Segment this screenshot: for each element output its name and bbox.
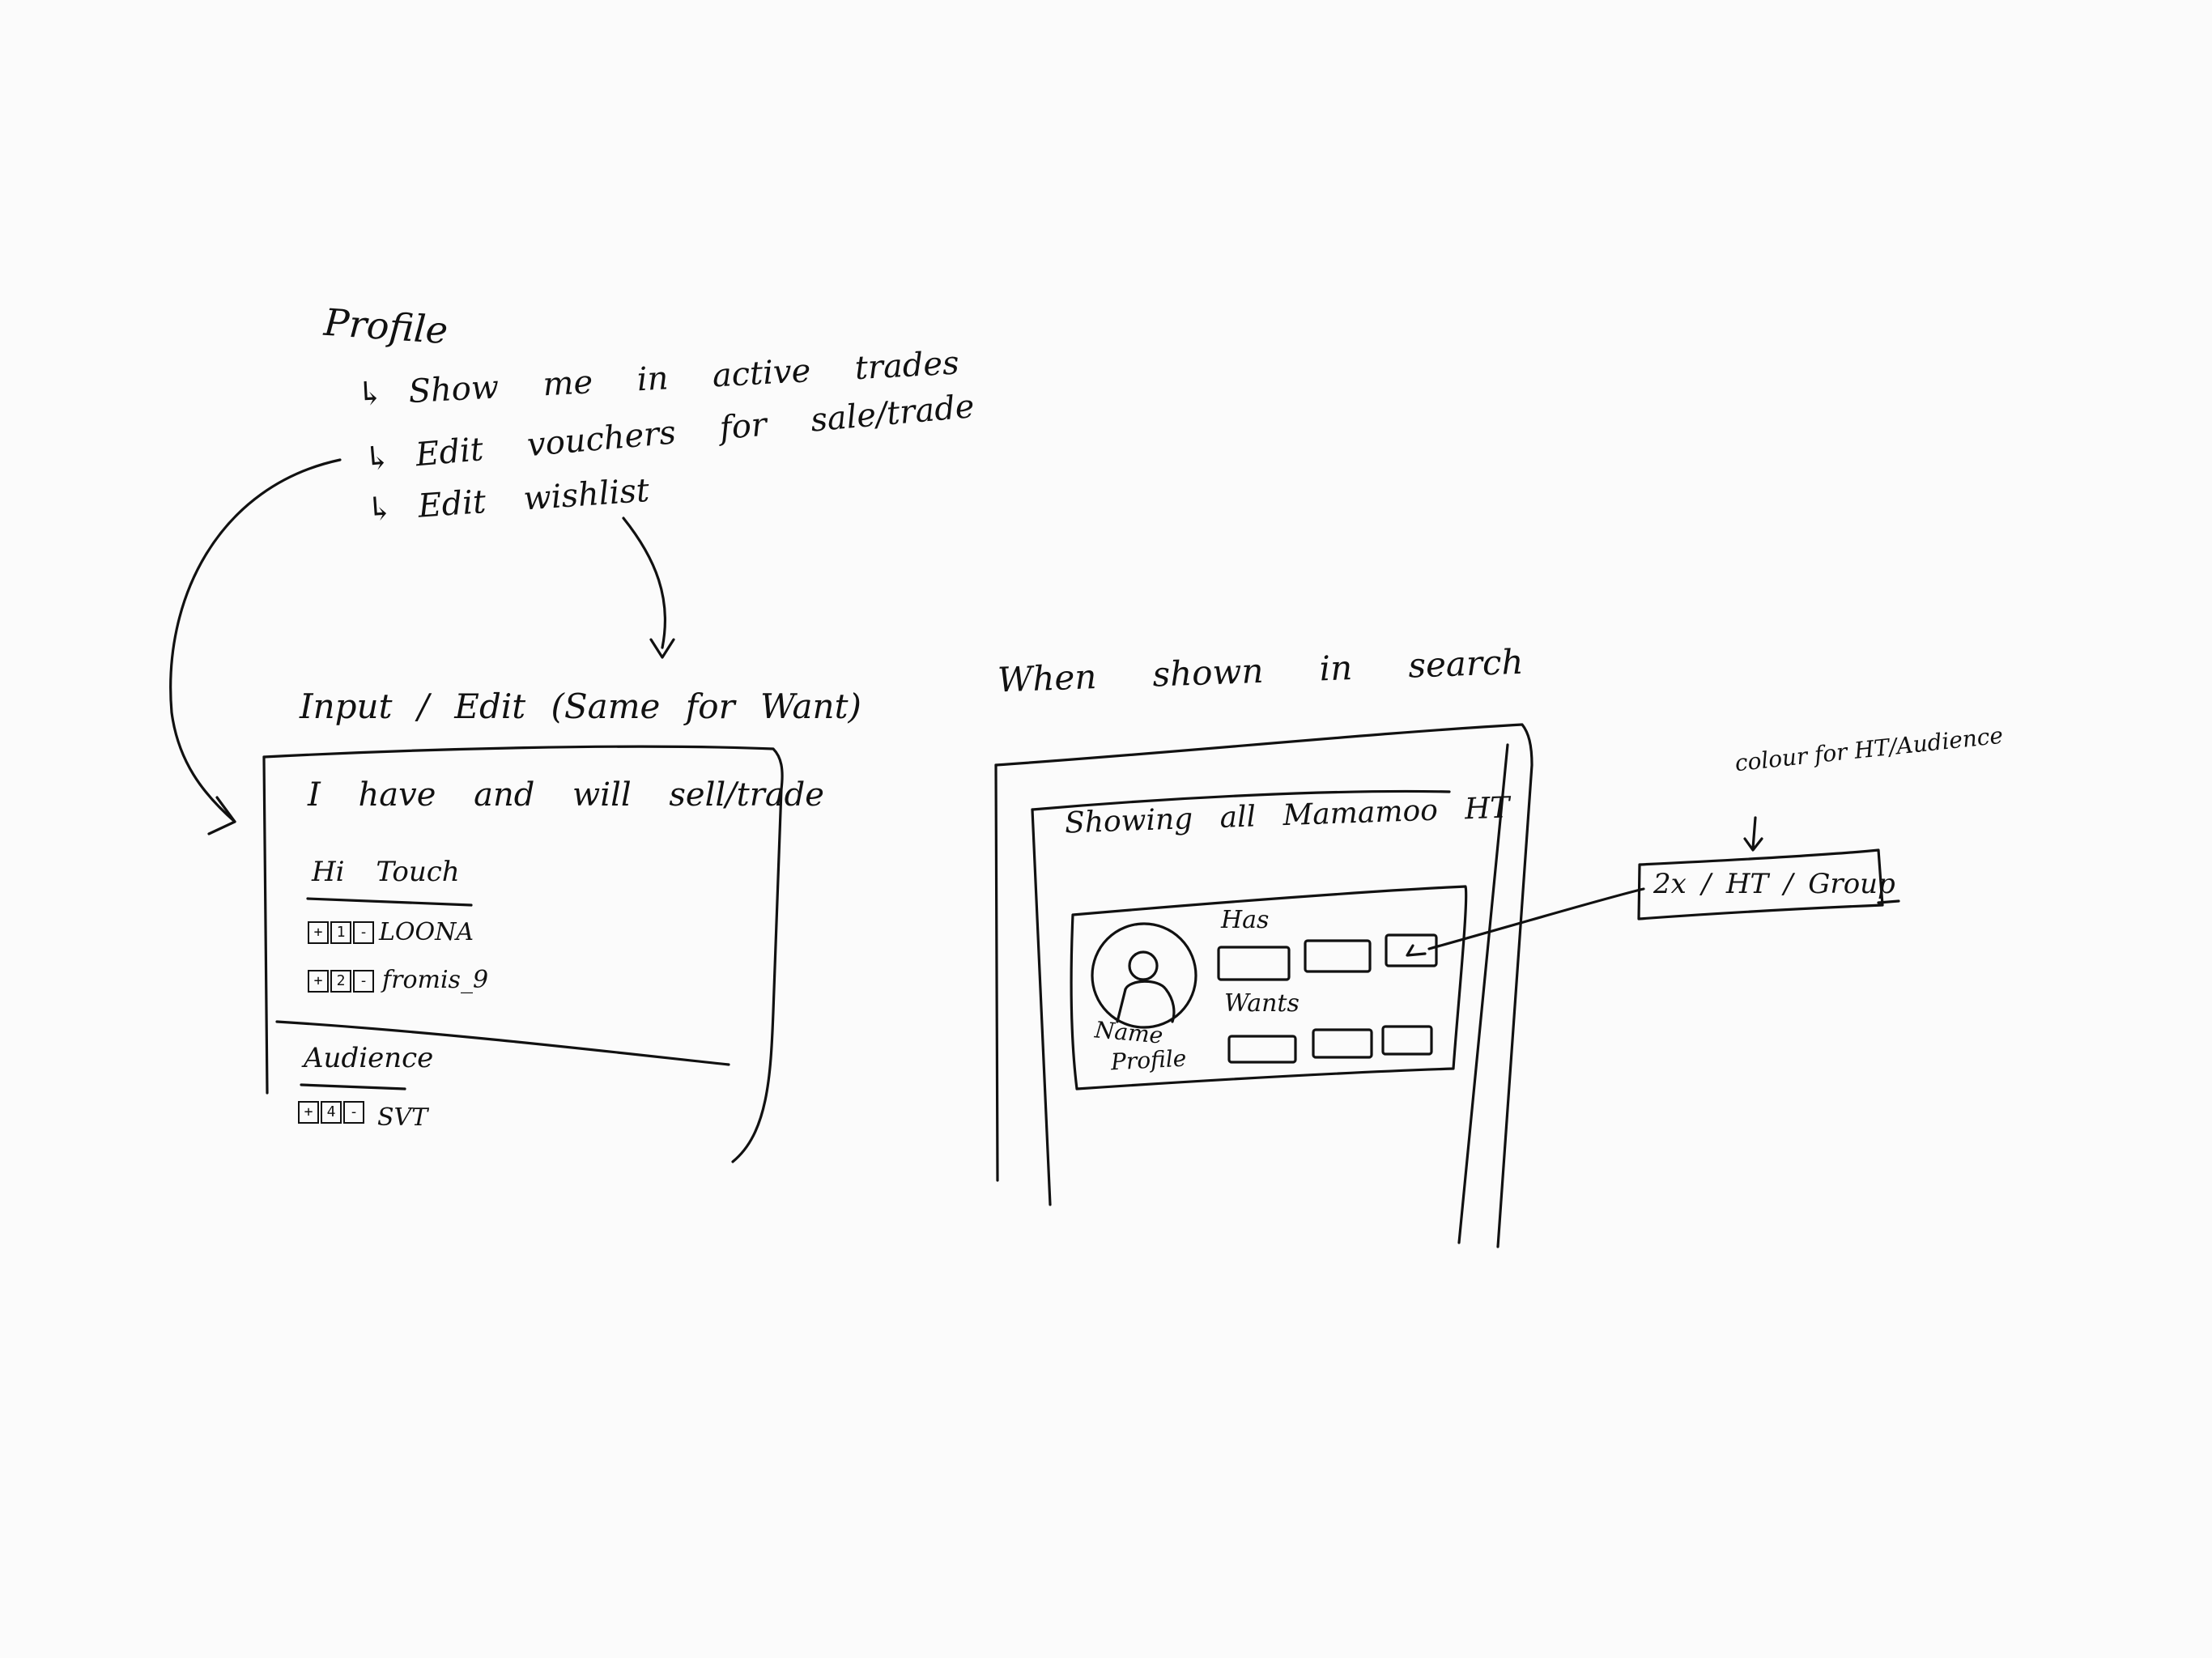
sub-arrow-icon: ↳ — [355, 374, 385, 414]
input-edit-heading: I have and will sell/trade — [308, 776, 824, 814]
count-value: 2 — [330, 970, 351, 993]
name-label: Name — [1093, 1016, 1164, 1049]
wants-label: Wants — [1224, 989, 1300, 1018]
arrowhead-vouchers — [207, 796, 236, 835]
section-hitouch-title: Hi Touch — [312, 856, 460, 888]
result-card — [1070, 885, 1468, 1090]
item-label: LOONA — [379, 918, 474, 946]
wants-box-2 — [1312, 1028, 1373, 1059]
avatar-head — [1128, 950, 1159, 981]
callout-line — [1427, 887, 1645, 950]
plus-button[interactable]: + — [308, 921, 329, 944]
phone-inner-top — [1031, 789, 1451, 811]
hitouch-underline — [306, 897, 473, 907]
input-panel-frame — [262, 745, 784, 1163]
minus-button[interactable]: - — [353, 921, 374, 944]
colour-note-arrow-line — [1751, 816, 1757, 850]
section-audience-title: Audience — [304, 1042, 434, 1074]
tag-box — [1637, 848, 1884, 920]
input-edit-title: Input / Edit (Same for Want) — [300, 687, 861, 726]
audience-underline — [300, 1083, 406, 1090]
minus-button[interactable]: - — [353, 970, 374, 993]
tag-label: 2x / HT / Group — [1653, 868, 1895, 900]
profile-label: Profile — [1110, 1044, 1188, 1076]
has-box-3 — [1385, 933, 1438, 967]
phone-inner-left — [1031, 808, 1052, 1206]
arrowhead-wishlist — [649, 638, 675, 659]
has-label: Has — [1221, 906, 1270, 934]
count-value: 4 — [321, 1101, 342, 1124]
minus-button[interactable]: - — [343, 1101, 364, 1124]
phone-inner-right — [1457, 743, 1509, 1244]
phone-outer-frame — [994, 723, 1534, 1248]
has-box-1 — [1217, 946, 1291, 981]
profile-title: Profile — [322, 300, 449, 353]
sub-arrow-icon: ↳ — [362, 439, 393, 478]
avatar-body-left — [1116, 988, 1127, 1023]
curved-arrow-wishlist — [622, 517, 667, 649]
plus-button[interactable]: + — [308, 970, 329, 993]
tag-box-tail — [1877, 899, 1900, 904]
panel-divider — [275, 1020, 730, 1066]
input-panel-left-edge — [262, 755, 269, 1095]
wants-box-3 — [1381, 1025, 1433, 1056]
quantity-stepper[interactable]: + 1 - — [308, 921, 374, 944]
plus-button[interactable]: + — [298, 1101, 319, 1124]
item-label: fromis_9 — [382, 966, 489, 994]
avatar-body — [1124, 980, 1176, 1023]
curved-arrow-vouchers — [169, 458, 342, 823]
sub-arrow-icon: ↳ — [364, 489, 395, 529]
colour-note-arrowhead — [1743, 837, 1763, 852]
count-value: 1 — [330, 921, 351, 944]
wants-box-1 — [1227, 1035, 1297, 1064]
has-box-3-mark — [1406, 944, 1427, 957]
avatar-circle — [1091, 922, 1197, 1029]
quantity-stepper[interactable]: + 4 - — [298, 1101, 364, 1124]
has-box-2 — [1304, 939, 1372, 973]
item-label: SVT — [377, 1103, 428, 1132]
quantity-stepper[interactable]: + 2 - — [308, 970, 374, 993]
phone-left-edge — [994, 763, 999, 1182]
